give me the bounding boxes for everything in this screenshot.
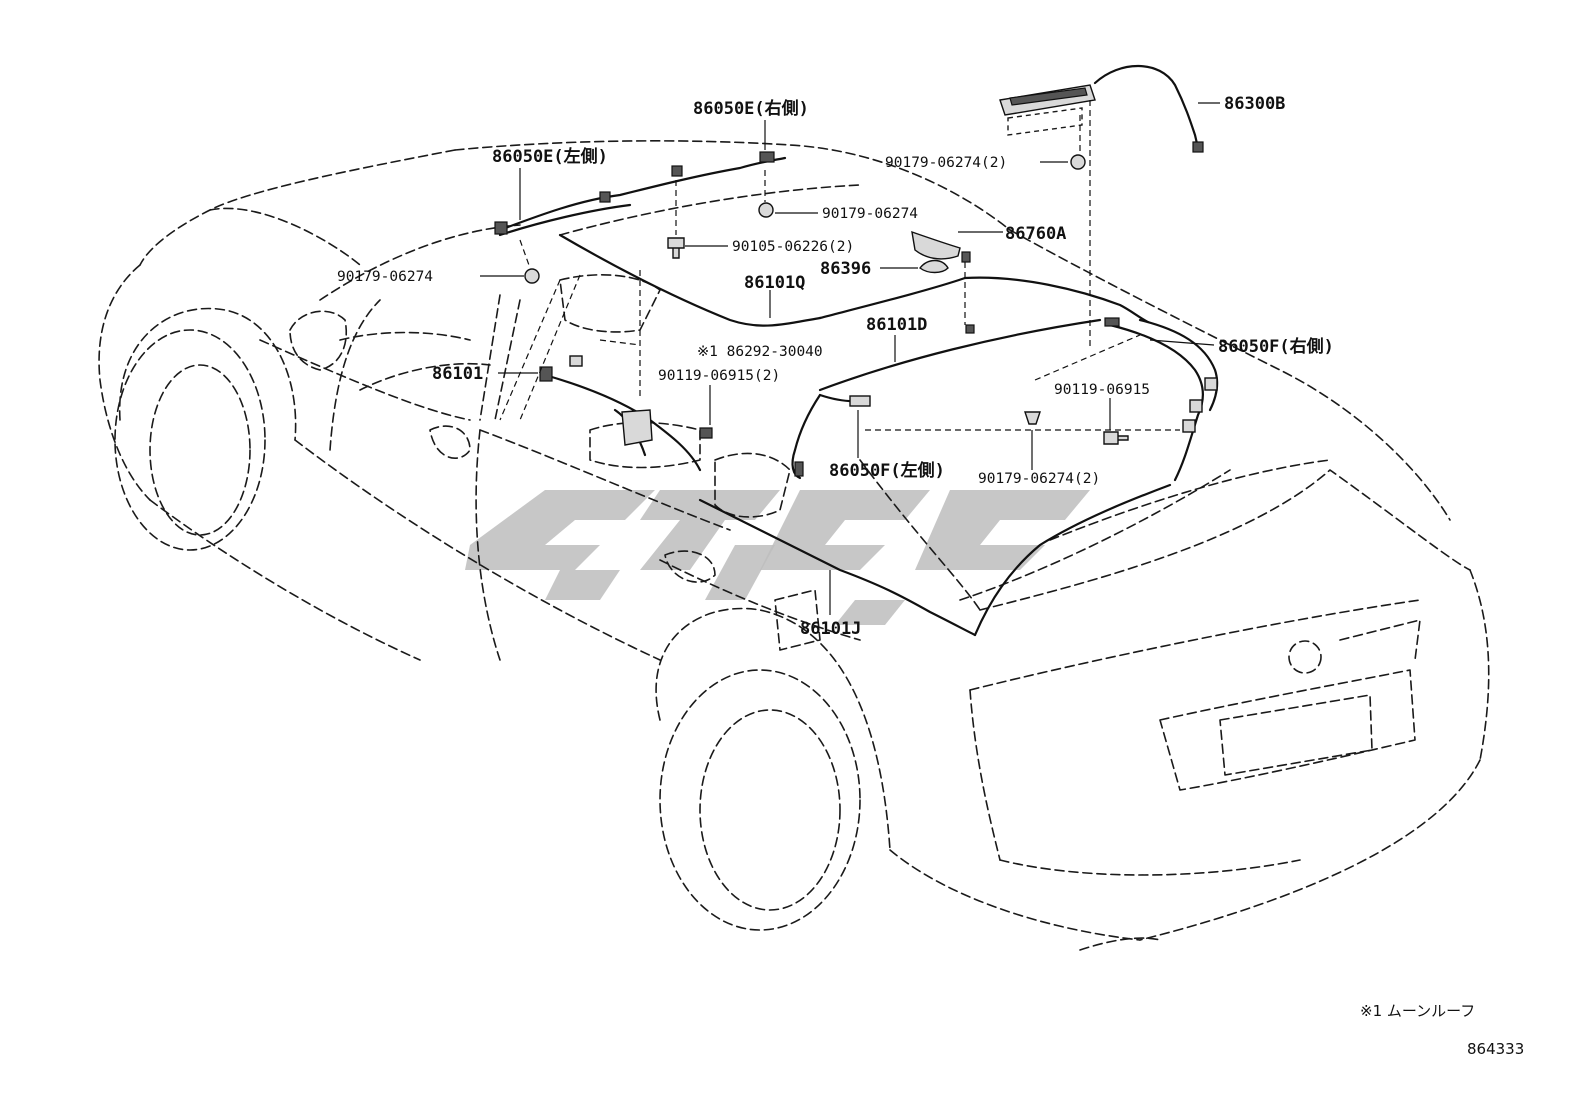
bolt-icon	[667, 237, 685, 259]
label-86101D: 86101D	[866, 315, 927, 335]
label-86396: 86396	[820, 259, 871, 279]
antenna-amplifier-icon	[1189, 399, 1203, 413]
connector-icon	[961, 251, 971, 263]
label-86101Q: 86101Q	[744, 273, 805, 293]
connector-icon	[671, 165, 683, 177]
part-labels: 86300B 86050E(右側) 86050E(左側) 90179-06274…	[337, 94, 1334, 639]
connector-icon	[539, 366, 553, 382]
tuner-box-icon	[621, 409, 653, 446]
stop-lamp-amplifier-icon	[999, 84, 1096, 136]
label-86300B: 86300B	[1224, 94, 1285, 114]
antenna-amplifier-icon	[1182, 419, 1196, 433]
label-86050F-left: 86050F(左側)	[829, 460, 945, 481]
label-90179-06274-2-top: 90179-06274(2)	[885, 155, 1007, 171]
label-90179-06274-left: 90179-06274	[337, 269, 433, 285]
label-90119-06915: 90119-06915	[1054, 382, 1150, 398]
clip-icon	[1024, 411, 1041, 425]
parts-shapes	[494, 84, 1218, 477]
label-86101J: 86101J	[800, 619, 861, 639]
antenna-harness	[498, 64, 1219, 637]
label-90105-06226-2: 90105-06226(2)	[732, 239, 854, 255]
label-86050E-right: 86050E(右側)	[693, 98, 809, 119]
connector-icon	[1104, 317, 1120, 327]
clip-icon	[524, 268, 540, 284]
connector-icon	[569, 355, 583, 367]
label-90179-06274-mid: 90179-06274	[822, 206, 918, 222]
label-90179-06274-2-bottom: 90179-06274(2)	[978, 471, 1100, 487]
clip-icon	[758, 202, 774, 218]
watermark-logo	[465, 490, 1090, 625]
bolt-icon	[699, 427, 713, 439]
label-86050E-left: 86050E(左側)	[492, 146, 608, 167]
footnote: ※1 ムーンルーフ	[1360, 1002, 1475, 1020]
car-body-outline	[98, 140, 1490, 951]
connector-icon	[494, 221, 508, 235]
antenna-amplifier-icon	[849, 395, 871, 407]
bolt-icon	[1103, 431, 1129, 445]
connector-icon	[794, 461, 804, 477]
figure-number: 864333	[1467, 1040, 1524, 1058]
connector-icon	[965, 324, 975, 334]
roof-antenna-icon	[911, 230, 961, 260]
label-90119-06915-2: 90119-06915(2)	[658, 368, 780, 384]
label-86760A: 86760A	[1005, 224, 1066, 244]
antenna-amplifier-icon	[1204, 377, 1218, 391]
antenna-pad-icon	[919, 259, 949, 274]
clip-icon	[1070, 154, 1086, 170]
label-86292-30040: ※1 86292-30040	[697, 344, 823, 360]
connector-icon	[599, 191, 611, 203]
leader-lines	[480, 100, 1220, 615]
label-86101: 86101	[432, 364, 483, 384]
label-86050F-right: 86050F(右側)	[1218, 336, 1334, 357]
connector-icon	[759, 151, 775, 163]
connector-icon	[1192, 141, 1204, 153]
